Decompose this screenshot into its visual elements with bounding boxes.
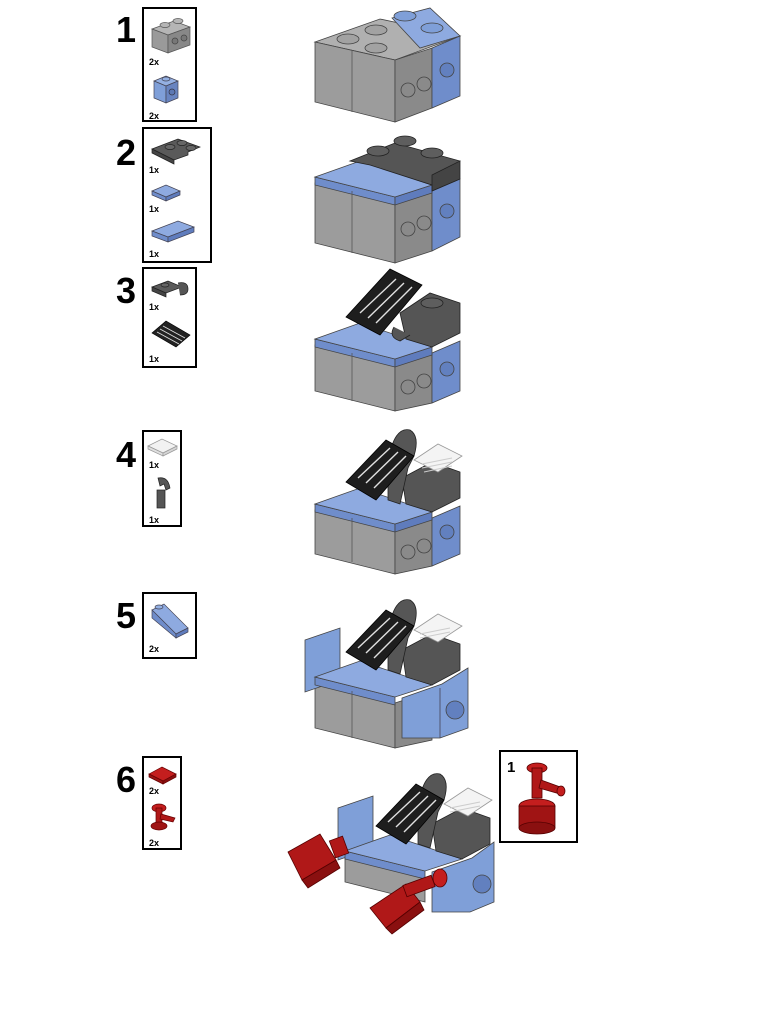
model-step-6 — [287, 773, 495, 935]
callout-number: 1 — [507, 759, 516, 776]
parts-list: 2x 2x — [142, 756, 182, 850]
clear-grille-tile-icon — [147, 438, 178, 457]
model-step-4 — [313, 429, 463, 575]
step-number: 3 — [116, 270, 137, 311]
quantity-label: 1x — [149, 460, 160, 470]
model-step-1 — [313, 7, 462, 123]
gray-brick-icon — [150, 18, 192, 54]
quantity-label: 2x — [149, 838, 160, 848]
quantity-label: 1x — [149, 515, 160, 525]
parts-list: 2x — [142, 592, 197, 659]
quantity-label: 2x — [149, 644, 160, 654]
parts-list: 2x 2x — [142, 7, 197, 122]
quantity-label: 1x — [149, 354, 160, 364]
step-number: 6 — [116, 759, 137, 800]
blue-side-stud-brick-icon — [153, 75, 179, 104]
quantity-label: 1x — [149, 302, 160, 312]
blue-tile-small-icon — [151, 184, 181, 202]
step-number: 2 — [116, 132, 137, 173]
quantity-label: 2x — [149, 111, 160, 121]
quantity-label: 2x — [149, 786, 160, 796]
parts-list: 1x 1x 1x — [142, 127, 212, 263]
step-number: 4 — [116, 434, 137, 475]
step-number: 5 — [116, 595, 137, 636]
red-arm-icon — [150, 803, 176, 831]
quantity-label: 1x — [149, 249, 160, 259]
red-plate-icon — [148, 766, 177, 785]
blue-slope-icon — [151, 603, 189, 639]
quantity-label: 1x — [149, 204, 160, 214]
model-step-2 — [313, 135, 461, 264]
parts-list: 1x 1x — [142, 430, 182, 527]
sub-assembly-callout: 1 — [499, 750, 578, 843]
blue-tile-long-icon — [151, 220, 195, 243]
model-step-5 — [304, 599, 469, 749]
red-arm-assembly-icon — [518, 762, 566, 835]
model-step-3 — [313, 268, 461, 412]
dark-gray-lever-icon — [156, 477, 171, 509]
quantity-label: 2x — [149, 57, 160, 67]
dark-gray-clip-plate-icon — [151, 280, 189, 298]
quantity-label: 1x — [149, 165, 160, 175]
parts-list: 1x 1x — [142, 267, 197, 368]
dark-gray-corner-plate-icon — [151, 138, 201, 165]
step-number: 1 — [116, 9, 137, 50]
black-grille-slope-icon — [151, 320, 191, 348]
